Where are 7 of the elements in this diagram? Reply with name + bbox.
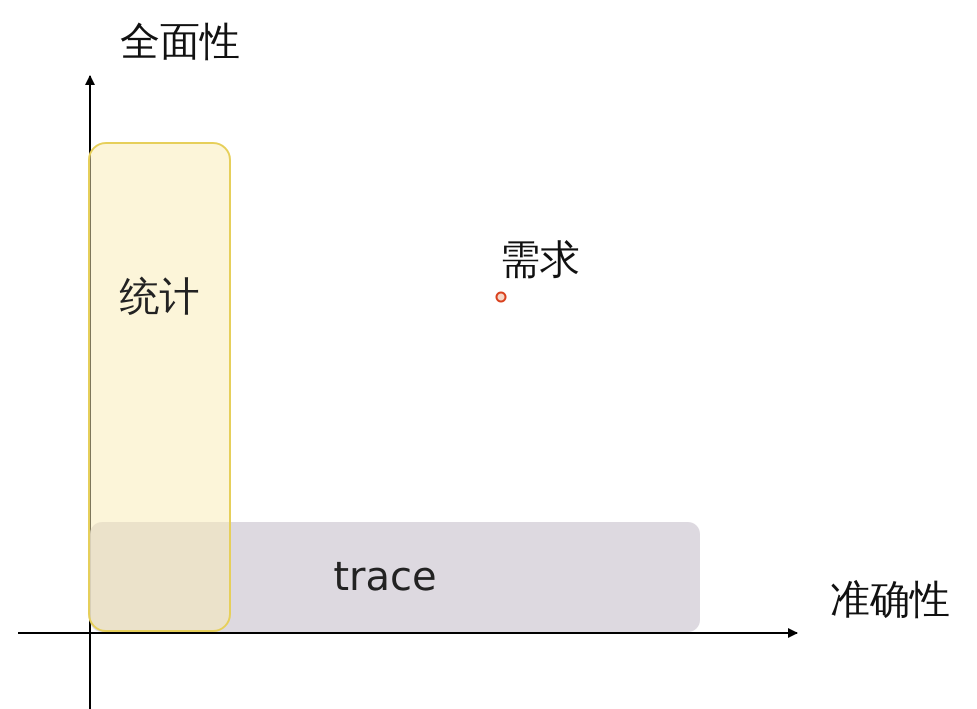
axis-label: 全面性	[120, 22, 240, 62]
category-band	[90, 522, 700, 632]
category-band	[88, 142, 231, 632]
axis-label: 准确性	[830, 580, 950, 620]
band-label: trace	[333, 557, 437, 597]
band-label: 统计	[120, 277, 200, 317]
point-label: 需求	[500, 240, 580, 280]
